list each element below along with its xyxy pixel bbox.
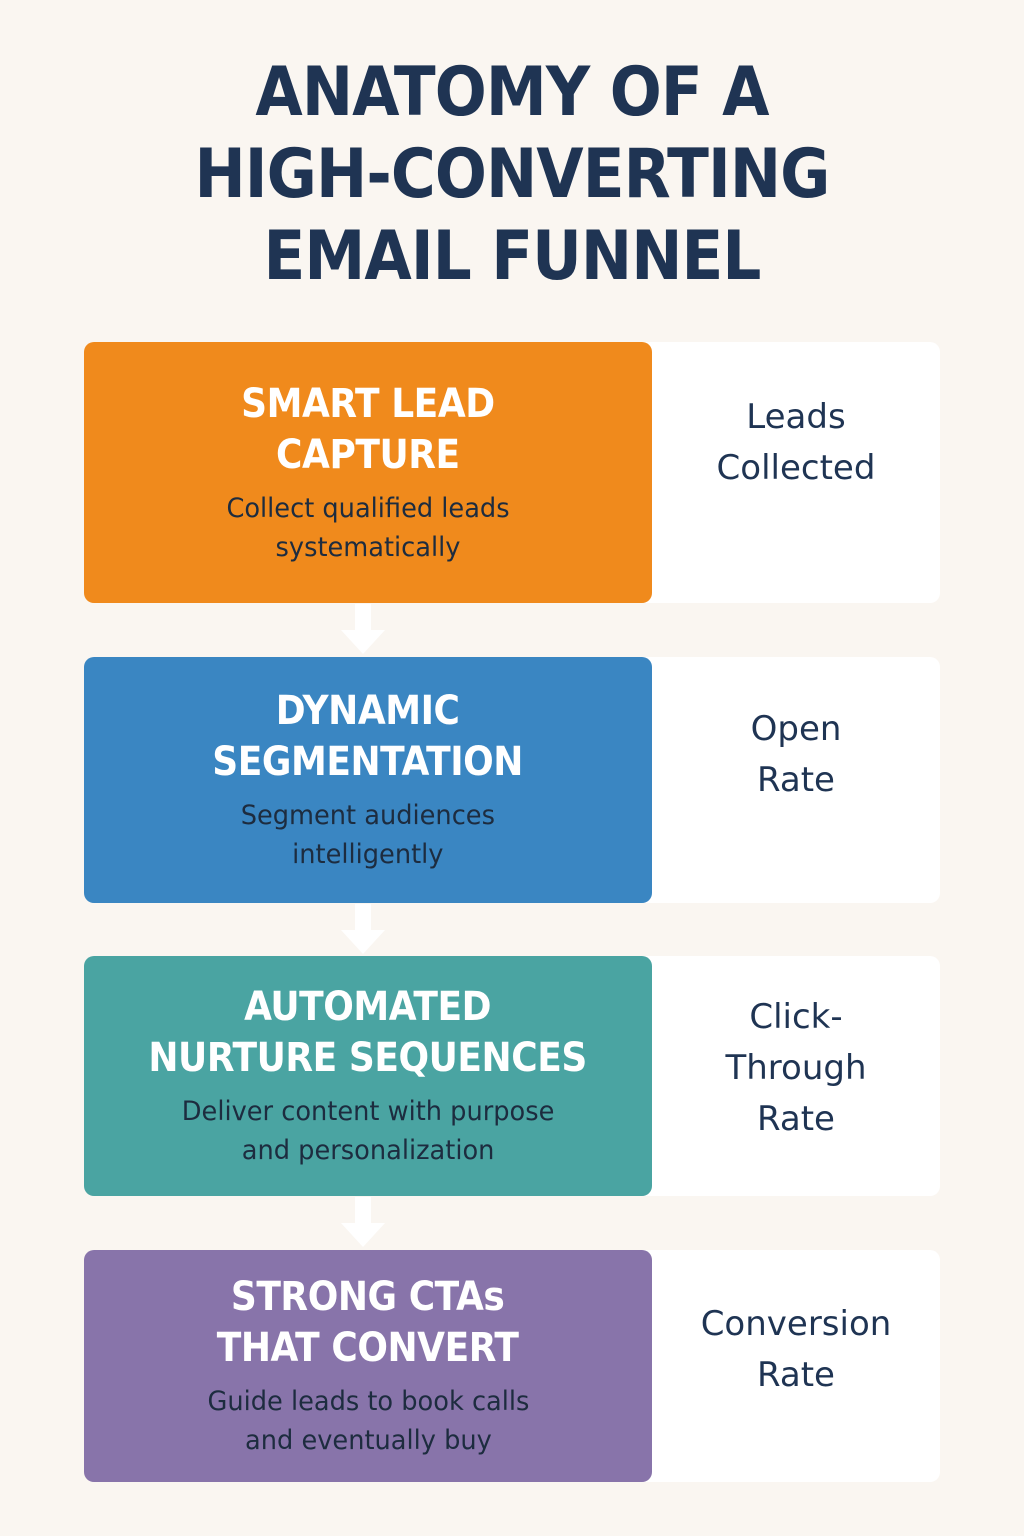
metric-label-line: Collected	[716, 448, 876, 488]
metric-label: Open Rate	[652, 704, 940, 806]
down-arrow-icon	[341, 604, 385, 654]
stage-description-line: systematically	[275, 531, 461, 563]
stage-heading-line: CAPTURE	[276, 431, 460, 478]
stage-heading-line: SEGMENTATION	[212, 739, 524, 785]
page-title: ANATOMY OF A HIGH-CONVERTING EMAIL FUNNE…	[114, 52, 910, 298]
metric-card	[634, 342, 940, 603]
metric-label: Leads Collected	[652, 392, 940, 494]
stage-heading-line: NURTURE SEQUENCES	[148, 1035, 588, 1081]
stage-heading-line: THAT CONVERT	[217, 1325, 519, 1371]
stage-description-line: intelligently	[292, 839, 444, 870]
title-line-1: ANATOMY OF A	[255, 53, 769, 132]
stage-box: DYNAMIC SEGMENTATION Segment audiences i…	[84, 657, 652, 903]
stage-box: STRONG CTAs THAT CONVERT Guide leads to …	[84, 1250, 652, 1482]
funnel-stage-lead-capture: SMART LEAD CAPTURE Collect qualified lea…	[84, 342, 940, 603]
funnel-stage-ctas: STRONG CTAs THAT CONVERT Guide leads to …	[84, 1250, 940, 1482]
metric-label: Click- Through Rate	[652, 992, 940, 1145]
stage-heading-line: DYNAMIC	[276, 688, 460, 734]
metric-label-line: Conversion	[700, 1304, 892, 1344]
stage-description-line: Segment audiences	[240, 800, 496, 831]
stage-heading: AUTOMATED NURTURE SEQUENCES	[148, 982, 588, 1084]
stage-description-line: Guide leads to book calls	[207, 1386, 529, 1417]
stage-description-line: Collect qualified leads	[226, 492, 510, 524]
metric-label-line: Click-	[749, 997, 843, 1037]
stage-description: Segment audiences intelligently	[241, 796, 495, 874]
funnel-stage-nurture: AUTOMATED NURTURE SEQUENCES Deliver cont…	[84, 956, 940, 1196]
stage-heading-line: AUTOMATED	[244, 984, 492, 1030]
metric-label: Conversion Rate	[652, 1299, 940, 1401]
stage-box: SMART LEAD CAPTURE Collect qualified lea…	[84, 342, 652, 603]
metric-label-line: Rate	[757, 1355, 835, 1395]
metric-card	[634, 956, 940, 1196]
metric-label-line: Rate	[757, 1099, 835, 1139]
stage-description-line: Deliver content with purpose	[181, 1096, 555, 1127]
down-arrow-icon	[341, 1197, 385, 1247]
down-arrow-icon	[341, 904, 385, 954]
title-line-2: HIGH-CONVERTING	[194, 135, 830, 214]
metric-label-line: Leads	[746, 397, 846, 437]
stage-description-line: and eventually buy	[244, 1425, 492, 1456]
funnel-stage-segmentation: DYNAMIC SEGMENTATION Segment audiences i…	[84, 657, 940, 903]
stage-description-line: and personalization	[241, 1135, 495, 1166]
metric-card	[634, 657, 940, 903]
stage-description: Collect qualified leads systematically	[226, 489, 509, 567]
metric-card	[634, 1250, 940, 1482]
stage-heading: SMART LEAD CAPTURE	[241, 379, 495, 481]
metric-label-line: Rate	[757, 760, 835, 800]
stage-heading: DYNAMIC SEGMENTATION	[213, 686, 524, 788]
title-line-3: EMAIL FUNNEL	[263, 217, 761, 296]
stage-heading-line: STRONG CTAs	[231, 1274, 505, 1320]
metric-label-line: Open	[750, 709, 842, 749]
metric-label-line: Through	[725, 1048, 867, 1088]
stage-description: Deliver content with purpose and persona…	[182, 1092, 555, 1170]
stage-heading: STRONG CTAs THAT CONVERT	[217, 1272, 519, 1374]
stage-heading-line: SMART LEAD	[241, 380, 495, 427]
stage-description: Guide leads to book calls and eventually…	[207, 1382, 529, 1460]
stage-box: AUTOMATED NURTURE SEQUENCES Deliver cont…	[84, 956, 652, 1196]
